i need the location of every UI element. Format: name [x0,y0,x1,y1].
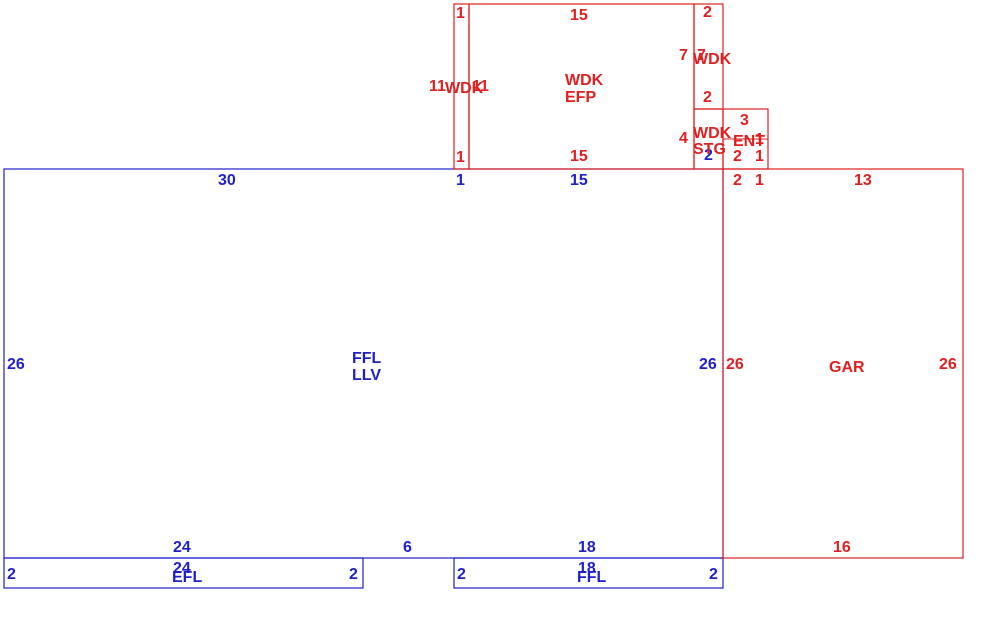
dim-ent-left: 1 [755,148,764,165]
area-code-efl: EFL [172,569,202,586]
dim-ffl-top-b: 1 [456,172,465,189]
dim-ent-bottom: 2 [733,148,742,165]
dim-ffl2-top: 18 [578,560,596,577]
dim-wdk-right-right: 7 [697,47,706,64]
dim-ffl-bottom-b: 6 [403,539,412,556]
area-code-wdk-right: WDK [693,51,732,68]
dim-stg-bottom: 2 [704,147,713,164]
efl-left-outline [3,557,364,589]
dim-stg-side: 4 [679,130,688,147]
dim-wdk-narrow-bottom: 1 [456,149,465,166]
dim-ffl-bottom-c: 18 [578,539,596,556]
dim-gar-top-a: 2 [733,172,742,189]
area-code-wdk-efp: WDK [565,72,604,89]
dim-ffl-bottom-a: 24 [173,539,191,556]
garage-outline [722,168,964,559]
area-code-wdk-stg: WDK [693,125,732,142]
area-code-wdk-narrow: WDK [445,80,484,97]
dim-ffl-top: 30 [218,172,236,189]
area-code-gar: GAR [829,359,865,376]
dim-wdk-right-bottom: 2 [703,89,712,106]
area-code-ffl: FFL [352,350,382,367]
dim-efl-top: 24 [173,560,191,577]
area-code-ent: ENT [733,133,765,150]
dim-wdk-narrow-side-b: 11 [472,78,489,95]
dim-gar-top-c: 13 [854,172,872,189]
dim-ffl-top-c: 15 [570,172,588,189]
dim-gar-bottom: 16 [833,539,851,556]
dim-wdk-right-left: 7 [679,47,688,64]
dim-efl-right: 2 [349,566,358,583]
dim-ffl2-right: 2 [709,566,718,583]
dim-efp-bottom: 15 [570,148,588,165]
dim-ffl2-left: 2 [457,566,466,583]
dim-gar-top-b: 1 [755,172,764,189]
area-subcode-llv: LLV [352,367,381,384]
dim-wdk-narrow-side-a: 11 [429,78,446,95]
dim-gar-left: 26 [726,356,744,373]
area-subcode-efp: EFP [565,89,596,106]
dim-efp-top: 15 [570,7,588,24]
area-code-ffl2: FFL [577,569,607,586]
dim-ffl-left: 26 [7,356,25,373]
ffl-right-outline [453,557,724,589]
dim-wdk-right-top: 2 [703,4,712,21]
area-subcode-stg: STG [693,141,726,158]
dim-efl-left: 2 [7,566,16,583]
dim-ent-right: 1 [755,131,764,148]
dim-ffl-right: 26 [699,356,717,373]
dim-gar-right: 26 [939,356,957,373]
dim-wdk-narrow-top: 1 [456,5,465,22]
dim-ent-top: 3 [740,112,749,129]
